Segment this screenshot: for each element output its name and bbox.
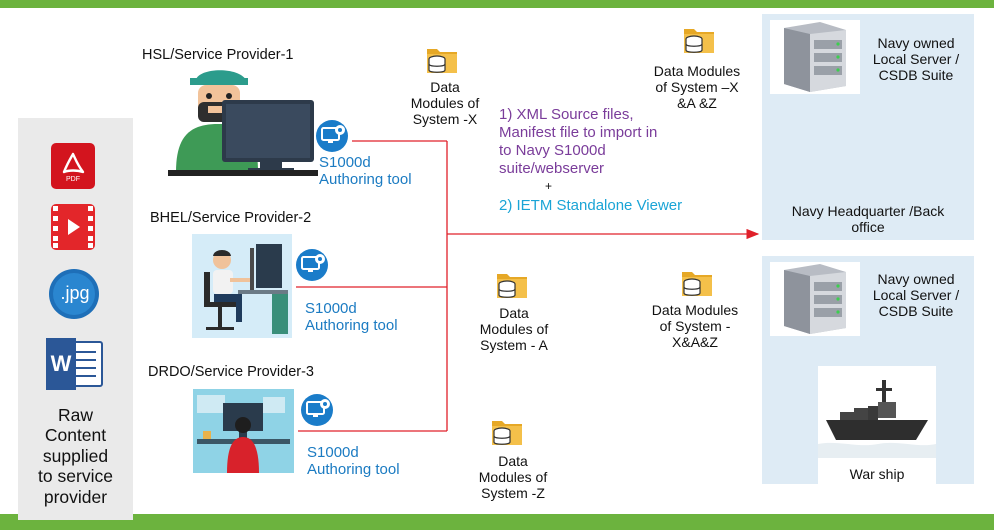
word-icon: W [44,338,106,390]
warship-label: War ship [849,466,905,482]
provider-2-name: BHEL/Service Provider-2 [150,210,312,226]
data-module-a-icon [495,268,529,300]
data-module-xaz-mid-label: Data Modules of System - X&A&Z [651,302,739,351]
provider-2-illustration [192,234,292,338]
server-icon [784,264,846,334]
data-module-xaz-top-icon [682,23,716,55]
provider-3-name: DRDO/Service Provider-3 [148,364,314,380]
data-module-x-icon [425,43,459,75]
data-module-xaz-top-label: Data Modules of System –X &A &Z [653,63,741,112]
deliverable-plus: + [545,179,553,193]
deliverable-ietm-viewer: 2) IETM Standalone Viewer [499,197,683,214]
word-label: W [50,351,72,376]
navy-hq-label: Navy Headquarter /Back office [791,203,945,236]
warship-server-box [770,262,860,336]
raw-content-label: Raw Content supplied to service provider [38,405,113,507]
data-module-z-icon [490,415,524,447]
provider-1-tool-icon[interactable] [315,119,351,153]
data-module-xaz-mid-icon [680,266,714,298]
provider-2-tool-label: S1000d Authoring tool [305,300,398,335]
data-module-z-label: Data Modules of System -Z [478,453,548,502]
jpg-icon: .jpg [48,268,100,320]
navy-hq-server-box [770,20,860,94]
data-module-a-label: Data Modules of System - A [479,305,549,354]
provider-3-illustration [193,389,294,473]
provider-2-tool-icon[interactable] [295,248,331,282]
warship-server-label: Navy owned Local Server / CSDB Suite [872,271,960,320]
jpg-label: .jpg [60,283,90,303]
provider-1-name: HSL/Service Provider-1 [142,47,294,63]
warship-image-box [818,366,936,484]
provider-1-tool-label: S1000d Authoring tool [319,154,412,189]
deliverable-xml-source: 1) XML Source files, Manifest file to im… [499,106,658,177]
provider-1-illustration [168,66,318,176]
bottom-accent-bar [0,514,994,530]
data-module-x-label: Data Modules of System -X [410,79,480,128]
provider-3-tool-icon[interactable] [300,393,336,427]
pdf-label: PDF [66,176,80,183]
provider-3-tool-label: S1000d Authoring tool [307,444,400,479]
navy-hq-server-label: Navy owned Local Server / CSDB Suite [872,35,960,84]
ship-icon [818,380,936,458]
top-accent-bar [0,0,994,8]
server-icon [784,22,846,92]
video-icon [50,203,96,251]
pdf-icon: PDF [50,142,96,190]
